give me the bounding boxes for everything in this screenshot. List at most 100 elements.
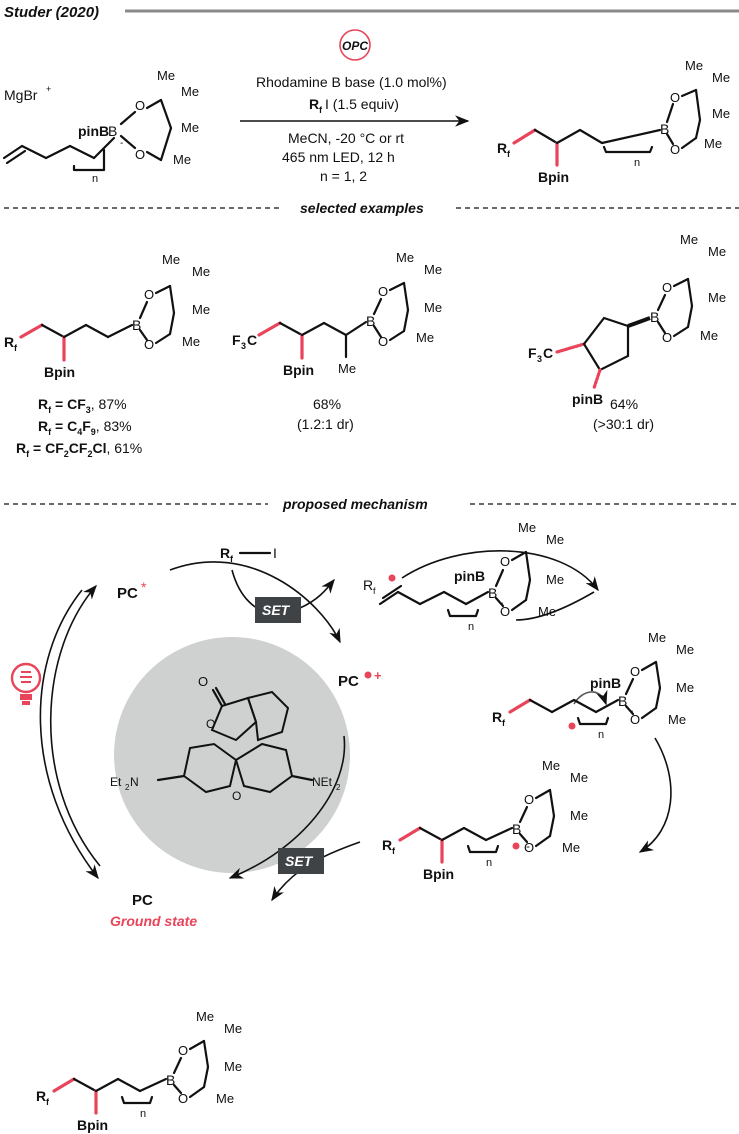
svg-text:Bpin: Bpin <box>423 866 454 882</box>
example-1-yields: Rf = CF3, 87% Rf = C4F9, 83% Rf = CF2CF2… <box>16 396 142 459</box>
svg-text:R: R <box>309 96 319 112</box>
svg-text:B: B <box>108 123 117 139</box>
svg-text:Me: Me <box>712 106 730 121</box>
svg-text:f: f <box>230 554 234 564</box>
svg-text:R: R <box>36 1088 46 1104</box>
svg-text:n = 1, 2: n = 1, 2 <box>320 168 367 184</box>
svg-text:Me: Me <box>668 712 686 727</box>
reaction-conditions: OPC Rhodamine B base (1.0 mol%) R f I (1… <box>240 29 470 184</box>
example-2-yield: 68% <box>313 396 341 412</box>
section-proposed-mechanism: proposed mechanism <box>282 496 428 512</box>
svg-text:O: O <box>378 284 388 299</box>
svg-text:n: n <box>140 1108 146 1120</box>
svg-text:pinB: pinB <box>454 568 485 584</box>
starting-material: MgBr + n pinB B - O O Me Me Me Me <box>2 68 199 185</box>
svg-text:Et: Et <box>110 775 122 789</box>
svg-text:Me: Me <box>570 808 588 823</box>
svg-text:R: R <box>4 334 14 350</box>
svg-text:NEt: NEt <box>312 775 333 789</box>
svg-text:R: R <box>382 837 392 853</box>
final-product: R f Bpin n B O O Me Me Me Me <box>36 1009 242 1133</box>
ground-state-label: Ground state <box>110 913 197 929</box>
example-1: R f Bpin B O O Me Me Me Me <box>4 252 210 380</box>
svg-text:Me: Me <box>685 58 703 73</box>
svg-text:Me: Me <box>542 758 560 773</box>
svg-text:f: f <box>507 149 511 159</box>
svg-text:O: O <box>178 1091 188 1106</box>
radical-intermediate-2: R f Bpin n B - O O Me Me Me Me <box>382 758 588 882</box>
svg-text:O: O <box>135 147 145 162</box>
svg-text:O: O <box>144 287 154 302</box>
svg-text:-: - <box>526 839 530 853</box>
header-title: Studer (2020) <box>4 4 99 21</box>
svg-text:Bpin: Bpin <box>283 362 314 378</box>
svg-text:R: R <box>363 577 373 593</box>
svg-text:Me: Me <box>518 520 536 535</box>
svg-text:I: I <box>273 545 277 561</box>
svg-text:Me: Me <box>424 300 442 315</box>
svg-text:3: 3 <box>241 341 246 351</box>
svg-text:Rf = CF2CF2Cl, 61%: Rf = CF2CF2Cl, 61% <box>16 440 142 459</box>
svg-text:B: B <box>488 585 497 601</box>
svg-text:O: O <box>500 604 510 619</box>
photocatalyst-circle <box>114 637 350 873</box>
svg-text:O: O <box>378 334 388 349</box>
svg-text:Me: Me <box>192 302 210 317</box>
svg-text:B: B <box>366 313 375 329</box>
svg-text:3: 3 <box>537 354 542 364</box>
svg-text:OPC: OPC <box>342 39 368 53</box>
svg-text:Me: Me <box>546 572 564 587</box>
svg-text:Me: Me <box>181 84 199 99</box>
svg-text:465 nm LED, 12 h: 465 nm LED, 12 h <box>282 149 395 165</box>
svg-text:Me: Me <box>676 642 694 657</box>
svg-text:O: O <box>144 337 154 352</box>
svg-text:Me: Me <box>708 244 726 259</box>
svg-text:Me: Me <box>157 68 175 83</box>
svg-text:R: R <box>492 709 502 725</box>
svg-text:Rhodamine B base (1.0 mol%): Rhodamine B base (1.0 mol%) <box>256 74 447 90</box>
svg-text:R: R <box>220 545 230 561</box>
svg-text:Me: Me <box>224 1059 242 1074</box>
svg-text:Me: Me <box>338 361 356 376</box>
svg-text:O: O <box>232 789 241 803</box>
svg-text:Me: Me <box>700 328 718 343</box>
svg-text:Me: Me <box>173 152 191 167</box>
svg-text:n: n <box>92 173 98 185</box>
pc-star: * <box>141 579 147 595</box>
svg-text:Me: Me <box>182 334 200 349</box>
svg-text:C: C <box>247 332 257 348</box>
svg-text:O: O <box>630 664 640 679</box>
radical-intermediate-1: R f n pinB B - O O Me Me Me Me <box>492 630 694 741</box>
pc-ground: PC <box>132 892 153 909</box>
svg-text:+: + <box>374 668 382 683</box>
svg-text:O: O <box>500 554 510 569</box>
svg-text:Me: Me <box>538 604 556 619</box>
svg-text:Me: Me <box>416 330 434 345</box>
svg-text:B: B <box>618 693 627 709</box>
svg-text:f: f <box>14 343 18 353</box>
svg-text:MgBr: MgBr <box>4 87 38 103</box>
svg-text:n: n <box>486 857 492 869</box>
svg-text:pinB: pinB <box>590 675 621 691</box>
svg-text:Me: Me <box>162 252 180 267</box>
svg-text:2: 2 <box>336 783 341 792</box>
svg-text:Me: Me <box>708 290 726 305</box>
svg-text:+: + <box>46 84 51 94</box>
mechanism-boronate: n pinB B - O O Me Me Me Me <box>378 520 564 633</box>
svg-text:f: f <box>392 846 396 856</box>
svg-text:-: - <box>120 138 123 149</box>
svg-text:C: C <box>543 345 553 361</box>
svg-text:f: f <box>46 1097 50 1107</box>
svg-text:O: O <box>524 840 534 855</box>
example-2-dr: (1.2:1 dr) <box>297 416 354 432</box>
svg-text:B: B <box>512 821 521 837</box>
svg-text:Me: Me <box>570 770 588 785</box>
svg-text:MeCN, -20 °C or rt: MeCN, -20 °C or rt <box>288 130 404 146</box>
svg-text:O: O <box>662 280 672 295</box>
svg-text:n: n <box>468 621 474 633</box>
svg-text:Bpin: Bpin <box>538 169 569 185</box>
svg-text:Me: Me <box>424 262 442 277</box>
svg-text:Me: Me <box>216 1091 234 1106</box>
svg-text:O: O <box>670 90 680 105</box>
svg-text:O: O <box>630 712 640 727</box>
